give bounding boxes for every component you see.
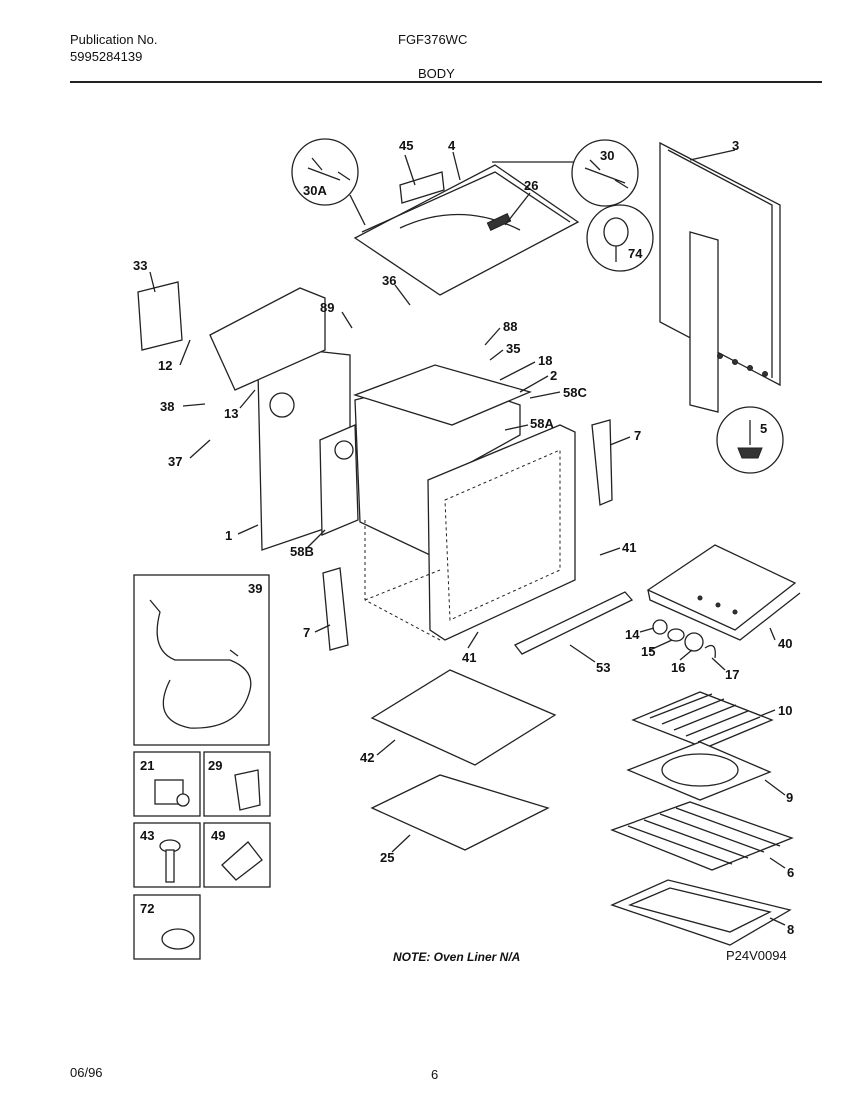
inset-box-21 xyxy=(133,751,201,817)
cabinet-body-part xyxy=(319,364,532,556)
callout-25: 25 xyxy=(380,850,394,865)
callout-21: 21 xyxy=(140,758,154,773)
top-cover-part xyxy=(353,164,580,296)
callout-6: 6 xyxy=(787,865,794,880)
callout-88: 88 xyxy=(503,319,517,334)
callout-14: 14 xyxy=(625,627,640,642)
callout-12: 12 xyxy=(158,358,172,373)
callout-13: 13 xyxy=(224,406,238,421)
oven-cavity-outline xyxy=(364,424,576,641)
callout-29: 29 xyxy=(208,758,222,773)
callout-17: 17 xyxy=(725,667,739,682)
hinge-right-part xyxy=(591,419,613,506)
back-panel-part xyxy=(659,141,781,413)
callout-4: 4 xyxy=(448,138,456,153)
inset-box-29 xyxy=(203,751,271,817)
callout-33: 33 xyxy=(133,258,147,273)
callout-7-left: 7 xyxy=(303,625,310,640)
callout-42: 42 xyxy=(360,750,374,765)
callout-43: 43 xyxy=(140,828,154,843)
drawer-panel-part xyxy=(610,879,792,946)
callout-9: 9 xyxy=(786,790,793,805)
callout-89: 89 xyxy=(320,300,334,315)
knob-part xyxy=(652,619,668,635)
callout-74: 74 xyxy=(628,246,643,261)
callout-7-right: 7 xyxy=(634,428,641,443)
oven-rack-part xyxy=(610,801,794,871)
callout-39: 39 xyxy=(248,581,262,596)
detail-circle-5 xyxy=(716,406,784,474)
callout-35: 35 xyxy=(506,341,520,356)
inset-box-49 xyxy=(203,822,271,888)
rail-part xyxy=(513,591,634,655)
broiler-pan-part xyxy=(626,741,772,801)
callout-58c: 58C xyxy=(563,385,587,400)
publication-number: 5995284139 xyxy=(70,49,143,64)
callout-8: 8 xyxy=(787,922,794,937)
bottom-panel-25-part xyxy=(370,774,550,851)
lamp-part xyxy=(684,632,704,652)
callout-30: 30 xyxy=(600,148,614,163)
broiler-insert-part xyxy=(631,691,774,749)
callout-53: 53 xyxy=(596,660,610,675)
detail-circle-30a xyxy=(291,138,366,226)
callout-41-right: 41 xyxy=(622,540,636,555)
callout-58a: 58A xyxy=(530,416,554,431)
bracket-part xyxy=(399,171,445,204)
inset-box-39 xyxy=(133,574,270,746)
callout-38: 38 xyxy=(160,399,174,414)
callout-58b: 58B xyxy=(290,544,314,559)
callout-40: 40 xyxy=(778,636,792,651)
note-text: NOTE: Oven Liner N/A xyxy=(393,950,520,964)
switch-part xyxy=(667,628,685,642)
callout-30a: 30A xyxy=(303,183,327,198)
callout-3: 3 xyxy=(732,138,739,153)
publication-label: Publication No. xyxy=(70,32,158,47)
callout-5: 5 xyxy=(760,421,767,436)
callout-37: 37 xyxy=(168,454,182,469)
callout-1: 1 xyxy=(225,528,232,543)
bottom-panel-42-part xyxy=(370,669,557,766)
callout-36: 36 xyxy=(382,273,396,288)
callout-10: 10 xyxy=(778,703,792,718)
inset-box-72 xyxy=(133,894,201,960)
control-panel-bracket-part xyxy=(646,544,801,641)
hinge-left-part xyxy=(322,567,349,651)
header-rule xyxy=(70,81,822,83)
callout-15: 15 xyxy=(641,644,655,659)
wire-part xyxy=(704,644,716,659)
model-number: FGF376WC xyxy=(398,32,468,47)
section-title: BODY xyxy=(418,66,455,81)
callout-2: 2 xyxy=(550,368,557,383)
detail-circle-74 xyxy=(586,204,654,272)
callout-45: 45 xyxy=(399,138,413,153)
callout-49: 49 xyxy=(211,828,225,843)
callout-41-left: 41 xyxy=(462,650,476,665)
callout-72: 72 xyxy=(140,901,154,916)
detail-circle-30 xyxy=(492,139,639,207)
leader-lines xyxy=(149,149,786,926)
callout-16: 16 xyxy=(671,660,685,675)
diagram-code: P24V0094 xyxy=(726,948,787,963)
inset-box-43 xyxy=(133,822,201,888)
callout-18: 18 xyxy=(538,353,552,368)
page-number: 6 xyxy=(431,1067,439,1082)
bracket-33-part xyxy=(137,281,183,351)
callout-26: 26 xyxy=(524,178,538,193)
footer-date: 06/96 xyxy=(70,1065,103,1080)
